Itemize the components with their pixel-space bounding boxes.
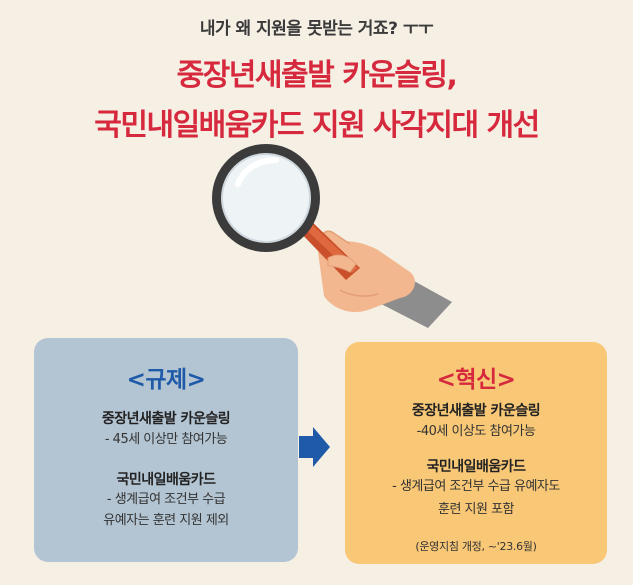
arrow-right-icon	[299, 427, 330, 467]
innovation-item1-title: 중장년새출발 카운슬링	[411, 403, 541, 419]
innovation-item1-desc: -40세 이상도 참여가능	[416, 424, 536, 439]
innovation-item2-title: 국민내일배움카드	[426, 459, 526, 475]
regulation-item1-title: 중장년새출발 카운슬링	[101, 411, 231, 427]
regulation-title: <규제>	[126, 367, 206, 393]
regulation-item1-desc: - 45세 이상만 참여가능	[104, 432, 228, 447]
regulation-item2-desc-2: 유예자는 훈련 지원 제외	[103, 513, 229, 528]
innovation-note: (운영지침 개정, ~'23.6월)	[415, 540, 537, 553]
innovation-card: <혁신> 중장년새출발 카운슬링 -40세 이상도 참여가능 국민내일배움카드 …	[345, 342, 607, 564]
innovation-item2-desc-1: - 생계급여 조건부 수급 유예자도	[392, 479, 560, 494]
magnifying-glass-icon	[212, 144, 452, 328]
regulation-item2-title: 국민내일배움카드	[116, 472, 216, 488]
regulation-card: <규제> 중장년새출발 카운슬링 - 45세 이상만 참여가능 국민내일배움카드…	[34, 338, 298, 562]
innovation-title: <혁신>	[436, 367, 516, 393]
headline-line-2: 국민내일배움카드 지원 사각지대 개선	[94, 108, 540, 143]
headline-line-1: 중장년새출발 카운슬링,	[176, 58, 458, 93]
subtitle: 내가 왜 지원을 못받는 거죠? ㅜㅜ	[199, 19, 434, 39]
innovation-item2-desc-2: 훈련 지원 포함	[437, 502, 515, 517]
regulation-item2-desc-1: - 생계급여 조건부 수급	[106, 492, 226, 507]
